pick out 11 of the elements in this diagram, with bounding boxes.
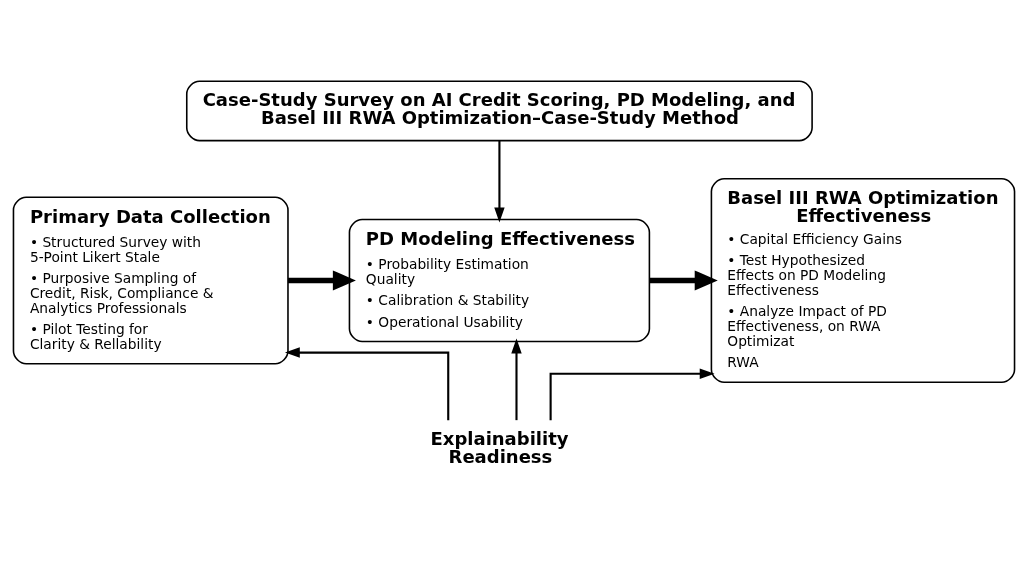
node-box: PD Modeling Effectiveness • Probability Estimation Quality • Calibration & Stability • Operational Usability: [348, 218, 651, 343]
arrow: [494, 140, 505, 223]
node-text: Explainability Readiness: [430, 428, 569, 468]
node-box: Basel III RWA Optimization Effectiveness • Capital Efficiency Gains • Test Hypothesized Effects on PD Modeling Effectiveness • Analyze Impact of PD Effectiveness, on RWA Optimizat RWA: [710, 177, 1016, 384]
node-box: Primary Data Collection • Structured Survey with 5-Point Likert Stale • Purposive Sampling of Credit, Risk, Compliance & Analytics Professionals • Pilot Testing for Clarity & Rellability: [12, 196, 289, 365]
arrow: [288, 270, 356, 291]
arrow: [284, 347, 450, 421]
arrow: [649, 270, 718, 291]
arrow: [511, 338, 522, 421]
arrow: [549, 368, 715, 421]
node-box: Case-Study Survey on AI Credit Scoring, PD Modeling, and Basel III RWA Optimization–Case-Study Method: [185, 80, 813, 142]
